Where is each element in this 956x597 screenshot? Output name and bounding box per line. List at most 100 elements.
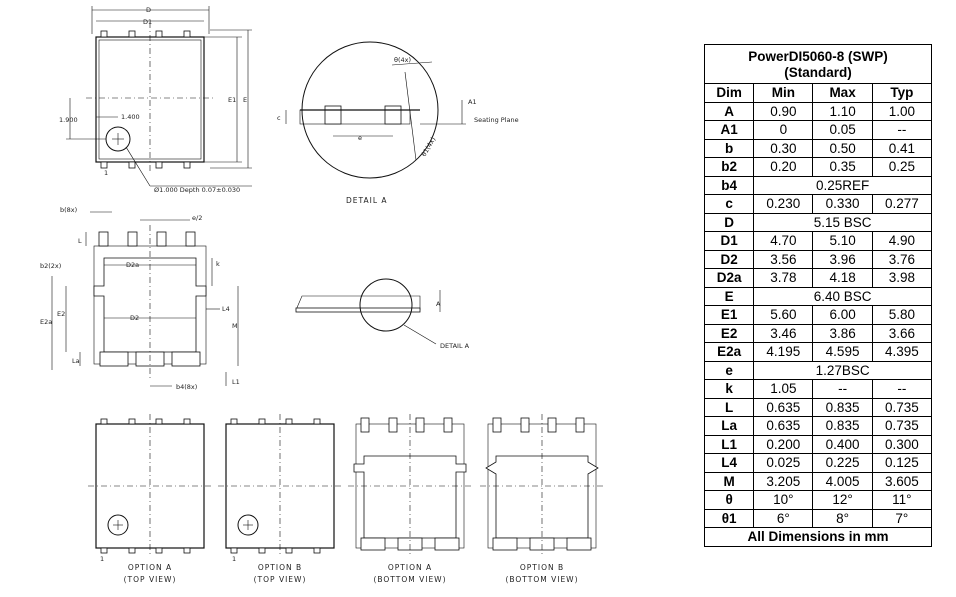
dim-value-cell: 4.18 [812,268,873,288]
dim-value-cell: 0.735 [871,397,933,417]
bot-b4-label: b4(8x) [176,383,197,391]
dim-name-cell: b4 [703,175,755,195]
table-title: PowerDI5060-8 (SWP) (Standard) [704,44,932,84]
dim-value-cell: 4.70 [753,231,814,251]
dim-value-cell: 4.595 [812,342,873,362]
dim-value-cell: 0.300 [871,434,933,454]
top-pin [128,30,136,38]
detail-a-lead [384,105,402,125]
dim-value-cell: 0.400 [812,434,873,454]
bot-D2-label: D2 [130,314,139,322]
dim-value-cell: 6° [753,508,814,528]
dim-value-cell: 0.30 [753,138,814,158]
dim-value-cell: 3.205 [753,471,814,491]
detail-theta1-label: θ1(4x) [420,136,438,158]
bot-b8x-label: b(8x) [60,206,77,214]
dim-value-cell: 4.90 [871,231,933,251]
dim-value-cell: 3.605 [871,471,933,491]
dim-label-D1: D1 [143,18,152,26]
dim-name-cell: D2a [703,268,755,288]
detail-leader [403,324,437,345]
bottom-view-lead [127,231,138,247]
dim-value-cell: 0.25 [871,157,933,177]
top-pin [100,30,108,38]
pin [100,418,108,425]
depth-leader [125,146,151,187]
pin [285,418,293,425]
dim-name-cell: D1 [703,231,755,251]
dim-value-cell: 0.277 [871,194,933,214]
dim-value-cell: -- [871,120,933,140]
dim-value-cell: 6.00 [812,305,873,325]
bot-E2-label: E2 [57,310,65,318]
lead [360,417,370,433]
dim-value-cell: 4.005 [812,471,873,491]
pin [285,547,293,554]
dim-name-cell: La [703,416,755,436]
dim-value-cell: 0.835 [812,397,873,417]
dim-value-cell: 3.56 [753,249,814,269]
bottom-view-lead [98,231,109,247]
dim-value-cell: 0.735 [871,416,933,436]
dim-name-cell: A1 [703,120,755,140]
pin [183,547,191,554]
option-b-bottom-view: OPTION B (BOTTOM VIEW) [480,414,604,584]
dim-name-cell: c [703,194,755,214]
lead [520,417,530,433]
dim-value-cell: -- [812,379,873,399]
dim-value-cell: 3.96 [812,249,873,269]
option-a-bottom-view: OPTION A (BOTTOM VIEW) [348,414,472,584]
dim-name-cell: b2 [703,157,755,177]
dim-name-cell: θ1 [703,508,755,528]
dim-value-cell: 0.635 [753,397,814,417]
dim-value-cell: 0.635 [753,416,814,436]
theta-line [404,71,417,161]
dim-name-cell: L [703,397,755,417]
dim-label-D: D [146,6,151,14]
top-pin [183,30,191,38]
bottom-view: b(8x) e/2 L b2(2x) D2a k E2a E2 D2 L4 M … [40,206,240,391]
theta-leader [391,61,433,66]
bottom-pin [128,161,136,169]
pin [155,418,163,425]
lead [566,537,592,551]
pin [258,547,266,554]
dim-name-cell: e [703,360,755,380]
lead [360,537,386,551]
dim-value-cell: 0.20 [753,157,814,177]
dim-name-cell: E1 [703,305,755,325]
bottom-pin [155,161,163,169]
side-view: A DETAIL A [295,278,470,350]
table-footer: All Dimensions in mm [704,527,932,547]
bottom-view-lead [171,351,201,367]
dim-name-cell: E [703,286,755,306]
bot-L1-label: L1 [232,378,240,386]
dim-value-cell: 5.10 [812,231,873,251]
pin [313,418,321,425]
dim-label-E: E [243,96,247,104]
dim-value-cell: 3.78 [753,268,814,288]
pin [230,418,238,425]
dim-value-cell: 5.80 [871,305,933,325]
dim-value-cell: 0.41 [871,138,933,158]
header-typ: Typ [871,83,933,103]
header-min: Min [753,83,814,103]
option-a-top-subtitle: (TOP VIEW) [124,575,177,584]
dim-value-cell: 0.125 [871,453,933,473]
bot-L-label: L [78,237,82,245]
bottom-view-lead [156,231,167,247]
dim-value-cell: 5.60 [753,305,814,325]
pin1-dimple-icon [237,514,259,536]
bottom-view-lead [185,231,196,247]
dim-value-cell: 0.225 [812,453,873,473]
